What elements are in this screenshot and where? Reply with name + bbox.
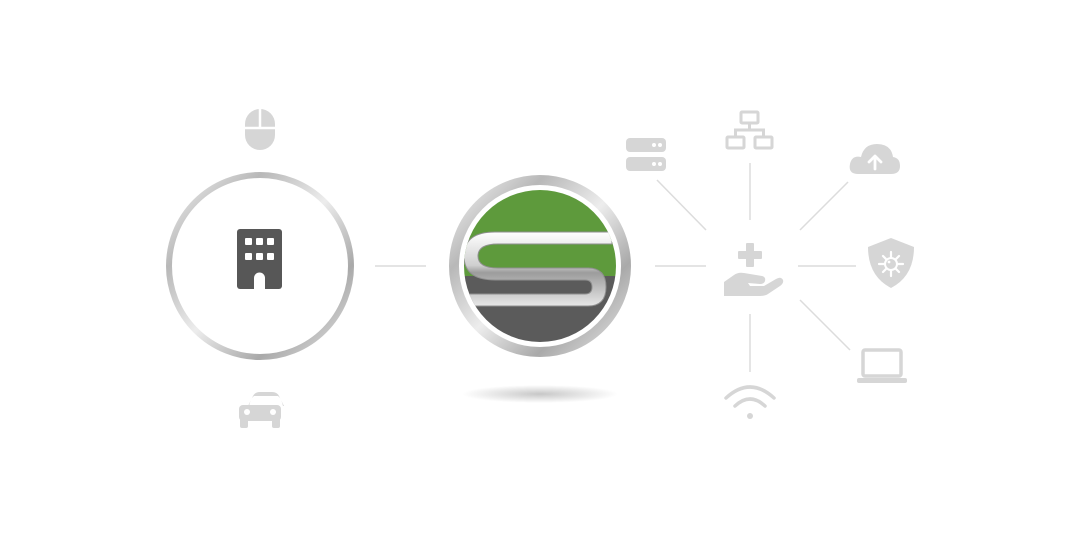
cloud-upload-icon — [849, 144, 900, 174]
office-building-icon — [237, 229, 282, 289]
connector-lines — [375, 163, 856, 372]
center-logo — [449, 175, 631, 403]
connector-to-cloud — [799, 181, 849, 231]
computer-mouse-icon — [245, 109, 275, 150]
wifi-icon — [724, 385, 776, 419]
car-icon — [239, 392, 284, 428]
right-hub — [626, 110, 914, 419]
shield-virus-icon — [868, 238, 914, 288]
logo-s-shape — [464, 231, 613, 307]
network-sitemap-icon — [725, 110, 774, 150]
connector-to-server — [656, 179, 707, 231]
connector-to-laptop — [799, 299, 851, 351]
hand-holding-medical-icon — [724, 243, 784, 296]
left-hub — [166, 109, 354, 428]
server-icon — [626, 138, 666, 171]
laptop-icon — [857, 348, 907, 383]
logo-shadow — [462, 385, 618, 403]
